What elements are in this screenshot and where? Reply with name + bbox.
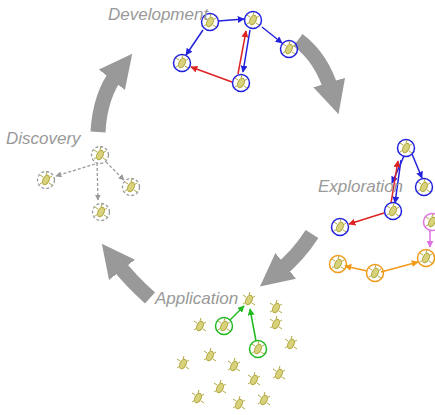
- stage-label: Application: [155, 290, 238, 309]
- stage-label: Discovery: [6, 130, 81, 149]
- stage-label: Development: [108, 6, 208, 25]
- stage-label: Exploration: [318, 178, 403, 197]
